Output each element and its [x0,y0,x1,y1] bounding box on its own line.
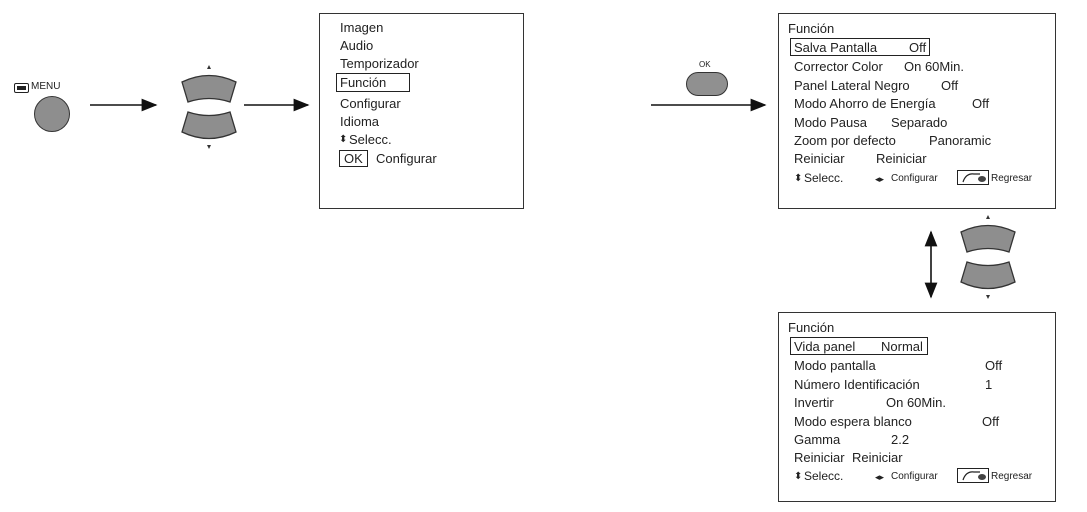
ok-key-frame [339,150,368,167]
row-label-reiniciar[interactable]: Reiniciar [794,450,845,465]
footer-select: Selecc. [804,469,844,483]
return-button-icon [957,468,989,483]
row-value-modo-pantalla: Off [985,358,1003,373]
return-button-icon [957,170,989,185]
row-value-reiniciar: Reiniciar [852,450,903,465]
left-right-arrow-icon: ◂▸ [875,472,885,482]
menu-button[interactable] [34,96,70,132]
row-value-modo-espera-blanco: Off [982,414,1000,429]
function-menu-2-title: Función [788,320,835,335]
row-label-salva-pantalla[interactable]: Salva Pantalla [794,40,878,55]
row-value-vida-panel: Normal [881,339,923,354]
row-value-invertir: On 60Min. [886,395,946,410]
footer-back: Regresar [991,173,1033,184]
ok-key: OK [344,151,363,166]
row-label-modo-ahorro[interactable]: Modo Ahorro de Energía [794,96,936,111]
footer-configure: Configurar [891,471,938,482]
cursor-up-down-pad-2[interactable] [953,212,1023,302]
row-value-modo-ahorro: Off [972,96,990,111]
main-menu-panel: Imagen Audio Temporizador Función Config… [319,13,524,209]
row-value-reiniciar: Reiniciar [876,151,927,166]
menu-item-imagen[interactable]: Imagen [340,20,384,35]
ok-button-label: OK [699,60,711,69]
row-value-modo-pausa: Separado [891,115,948,130]
footer-back: Regresar [991,471,1033,482]
row-label-corrector-color[interactable]: Corrector Color [794,59,883,74]
row-label-modo-pausa[interactable]: Modo Pausa [794,115,867,130]
menu-button-group: MENU [14,80,84,130]
row-label-zoom[interactable]: Zoom por defecto [794,133,896,148]
select-hint: Selecc. [349,132,392,147]
row-value-panel-lateral-negro: Off [941,78,959,93]
menu-item-audio[interactable]: Audio [340,38,374,53]
row-label-modo-pantalla[interactable]: Modo pantalla [794,358,876,373]
row-label-numero-identificacion[interactable]: Número Identificación [794,377,920,392]
menu-item-selected-frame [336,73,410,92]
up-down-arrow-icon: ⬍ [794,173,803,184]
row-label-modo-espera-blanco[interactable]: Modo espera blanco [794,414,912,429]
row-value-gamma: 2.2 [891,432,910,447]
menu-item-idioma[interactable]: Idioma [340,114,380,129]
function-menu-2-panel: Función Vida panel Normal Modo pantalla … [778,312,1056,502]
menu-item-temporizador[interactable]: Temporizador [340,56,419,71]
row-value-corrector-color: On 60Min. [904,59,964,74]
row-label-gamma[interactable]: Gamma [794,432,841,447]
row-value-zoom: Panoramic [929,133,992,148]
menu-item-configurar[interactable]: Configurar [340,96,401,111]
row-value-numero-identificacion: 1 [985,377,993,392]
row-label-panel-lateral-negro[interactable]: Panel Lateral Negro [794,78,910,93]
footer-select: Selecc. [804,171,844,185]
up-down-arrow-icon: ⬍ [794,471,803,482]
function-menu-1-title: Función [788,21,835,36]
row-label-invertir[interactable]: Invertir [794,395,834,410]
up-down-arrow-icon: ⬍ [339,134,348,145]
function-menu-1-panel: Función Salva Pantalla Off Corrector Col… [778,13,1056,209]
menu-label: MENU [31,81,61,92]
row-label-vida-panel[interactable]: Vida panel [794,339,856,354]
row-value-salva-pantalla: Off [909,40,927,55]
footer-configure: Configurar [891,173,938,184]
row-label-reiniciar[interactable]: Reiniciar [794,151,845,166]
cursor-up-down-pad-1[interactable] [174,64,244,154]
menu-key-icon [14,83,29,93]
menu-item-funcion[interactable]: Función [340,75,387,90]
selected-row-frame [790,337,928,355]
ok-button[interactable] [686,72,728,96]
selected-row-frame [790,38,930,56]
ok-action: Configurar [376,151,437,166]
left-right-arrow-icon: ◂▸ [875,174,885,184]
